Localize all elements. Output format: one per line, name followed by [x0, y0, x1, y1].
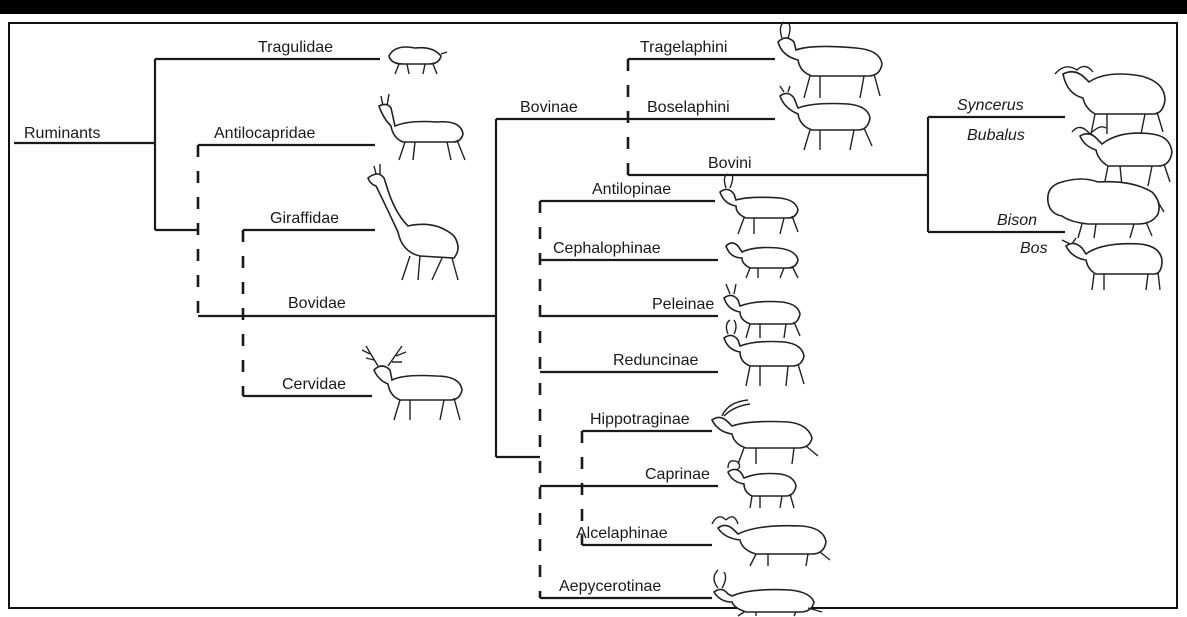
bison-icon [1048, 179, 1164, 238]
cattle-icon [1062, 238, 1162, 290]
pronghorn-icon [379, 94, 465, 160]
buffalo-icon [1055, 66, 1165, 134]
animal-illustrations [362, 22, 1172, 616]
label-bos: Bos [1020, 240, 1048, 257]
duiker-icon [726, 243, 798, 278]
tragulid-icon [389, 47, 447, 74]
waterbuck-icon [724, 320, 804, 386]
label-tragelaphini: Tragelaphini [640, 39, 727, 56]
tree-labels: Ruminants Tragulidae Antilocapridae Gira… [24, 39, 1048, 595]
label-syncerus: Syncerus [957, 97, 1024, 114]
label-bovini: Bovini [708, 155, 752, 172]
label-antilocapridae: Antilocapridae [214, 125, 316, 142]
impala-icon [714, 570, 822, 616]
label-antilopinae: Antilopinae [592, 181, 671, 198]
giraffe-icon [368, 164, 458, 280]
water-buffalo-icon [1072, 127, 1172, 186]
label-cervidae: Cervidae [282, 376, 346, 393]
deer-icon [362, 346, 462, 420]
label-bubalus: Bubalus [967, 127, 1025, 144]
goat-icon [728, 461, 796, 508]
label-caprinae: Caprinae [645, 466, 710, 483]
label-boselaphini: Boselaphini [647, 99, 730, 116]
tree-branches [14, 59, 1065, 598]
label-reduncinae: Reduncinae [613, 352, 699, 369]
gazelle-icon [720, 174, 798, 234]
label-aepycerotinae: Aepycerotinae [559, 578, 661, 595]
label-bison: Bison [997, 212, 1037, 229]
tragelaphine-icon [778, 22, 882, 98]
label-tragulidae: Tragulidae [258, 39, 333, 56]
label-giraffidae: Giraffidae [270, 210, 339, 227]
label-alcelaphinae: Alcelaphinae [576, 525, 668, 542]
label-ruminants: Ruminants [24, 125, 100, 142]
label-cephalophinae: Cephalophinae [553, 240, 661, 257]
label-bovinae: Bovinae [520, 99, 578, 116]
boselaphine-icon [780, 86, 872, 150]
sable-antelope-icon [712, 400, 818, 464]
label-peleinae: Peleinae [652, 296, 714, 313]
label-hippotraginae: Hippotraginae [590, 411, 690, 428]
wildebeest-icon [712, 517, 830, 566]
label-bovidae: Bovidae [288, 295, 346, 312]
